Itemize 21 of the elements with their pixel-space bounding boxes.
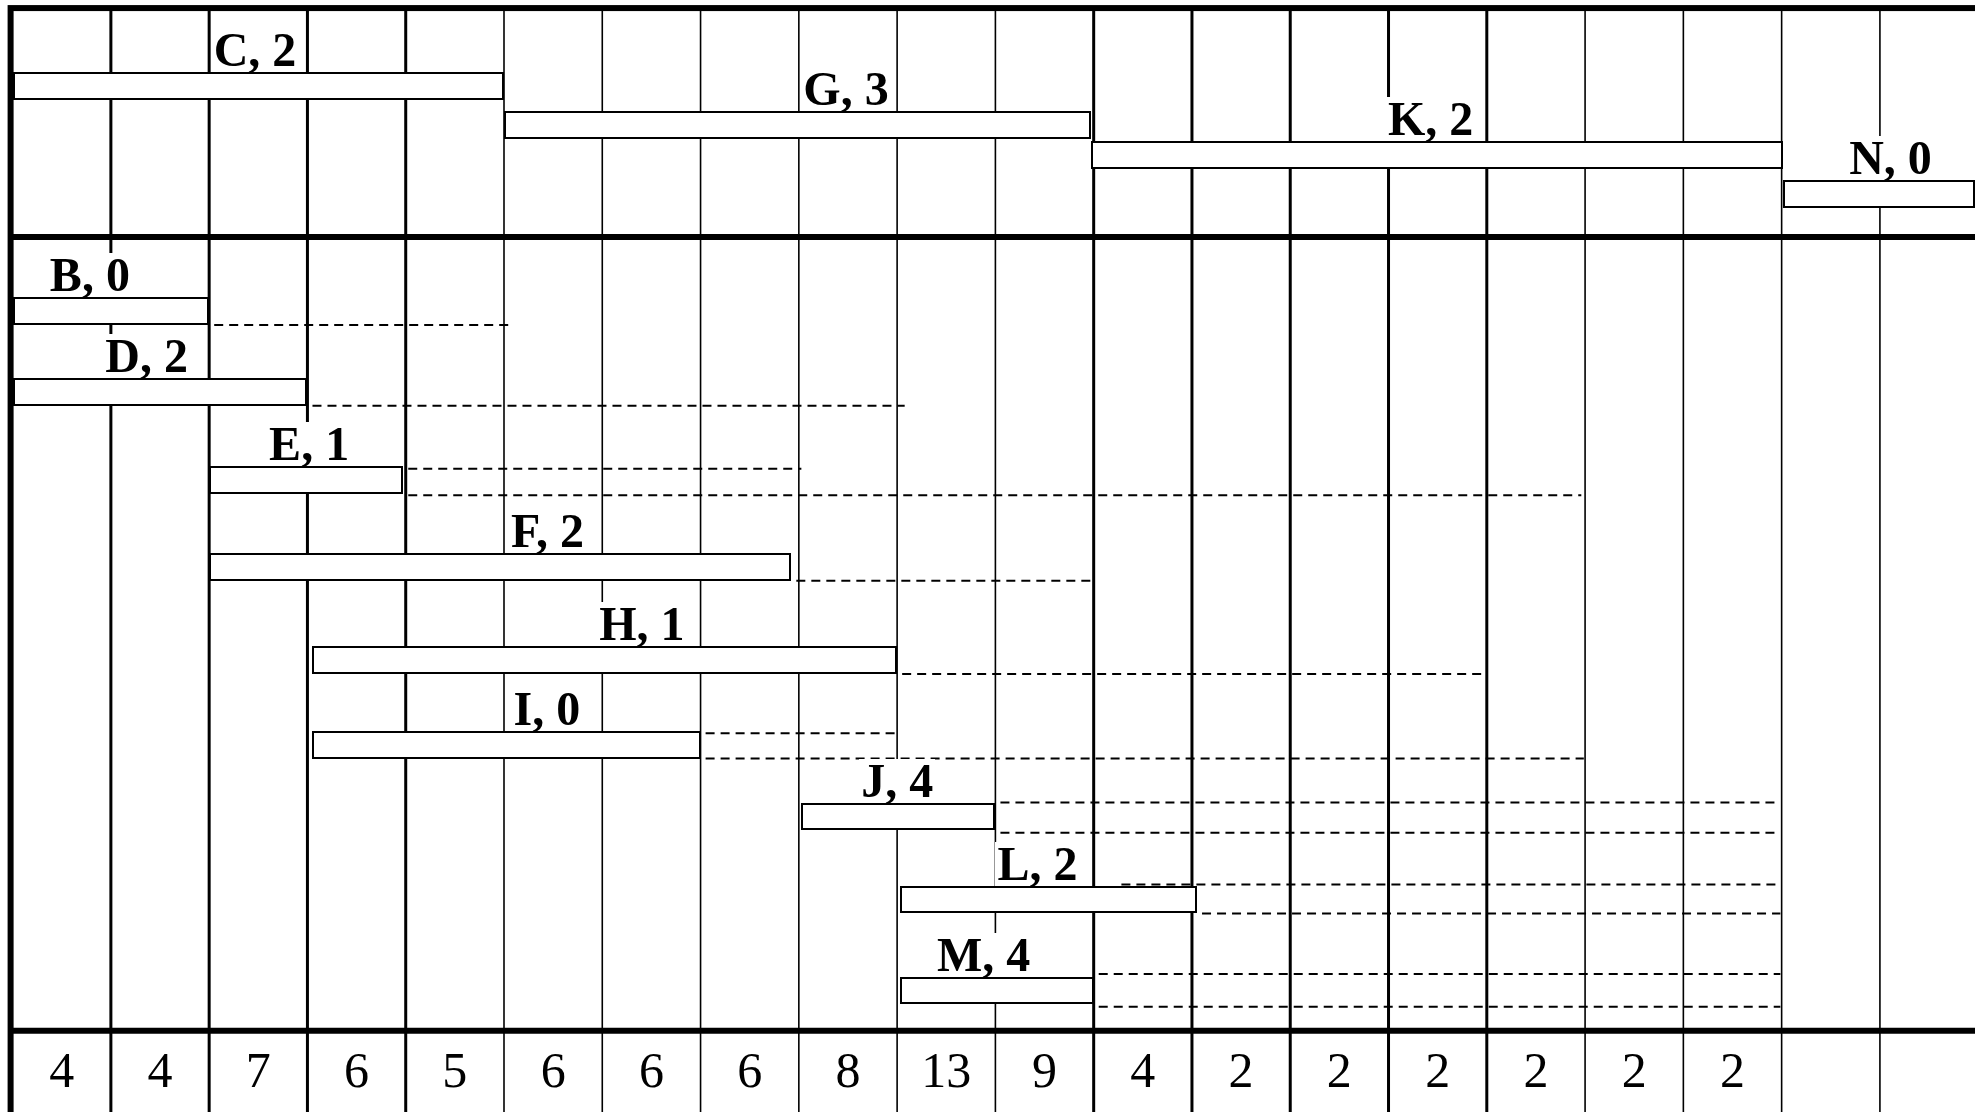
- resource-count: 6: [637, 1040, 665, 1100]
- task-label: M, 4: [934, 932, 1033, 977]
- resource-count: 5: [441, 1040, 469, 1100]
- resource-count: 2: [1424, 1040, 1452, 1100]
- task-label: B, 0: [47, 253, 132, 298]
- resource-count: 2: [1227, 1040, 1255, 1100]
- resource-count: 9: [1031, 1040, 1058, 1100]
- resource-count: 6: [736, 1040, 764, 1100]
- resource-count: 2: [1325, 1040, 1353, 1100]
- resource-count: 6: [539, 1040, 567, 1100]
- resource-count: 7: [244, 1040, 272, 1100]
- resource-count: 6: [343, 1040, 371, 1100]
- resource-count: 2: [1719, 1040, 1746, 1100]
- resource-count: 4: [48, 1040, 76, 1100]
- resource-count: 4: [1129, 1040, 1157, 1100]
- resource-count: 13: [920, 1040, 973, 1100]
- resource-count: 4: [146, 1040, 174, 1100]
- resource-count: 2: [1620, 1040, 1648, 1100]
- resource-count: 8: [834, 1040, 862, 1100]
- task-label: J, 4: [859, 758, 936, 803]
- resource-count: 2: [1522, 1040, 1550, 1100]
